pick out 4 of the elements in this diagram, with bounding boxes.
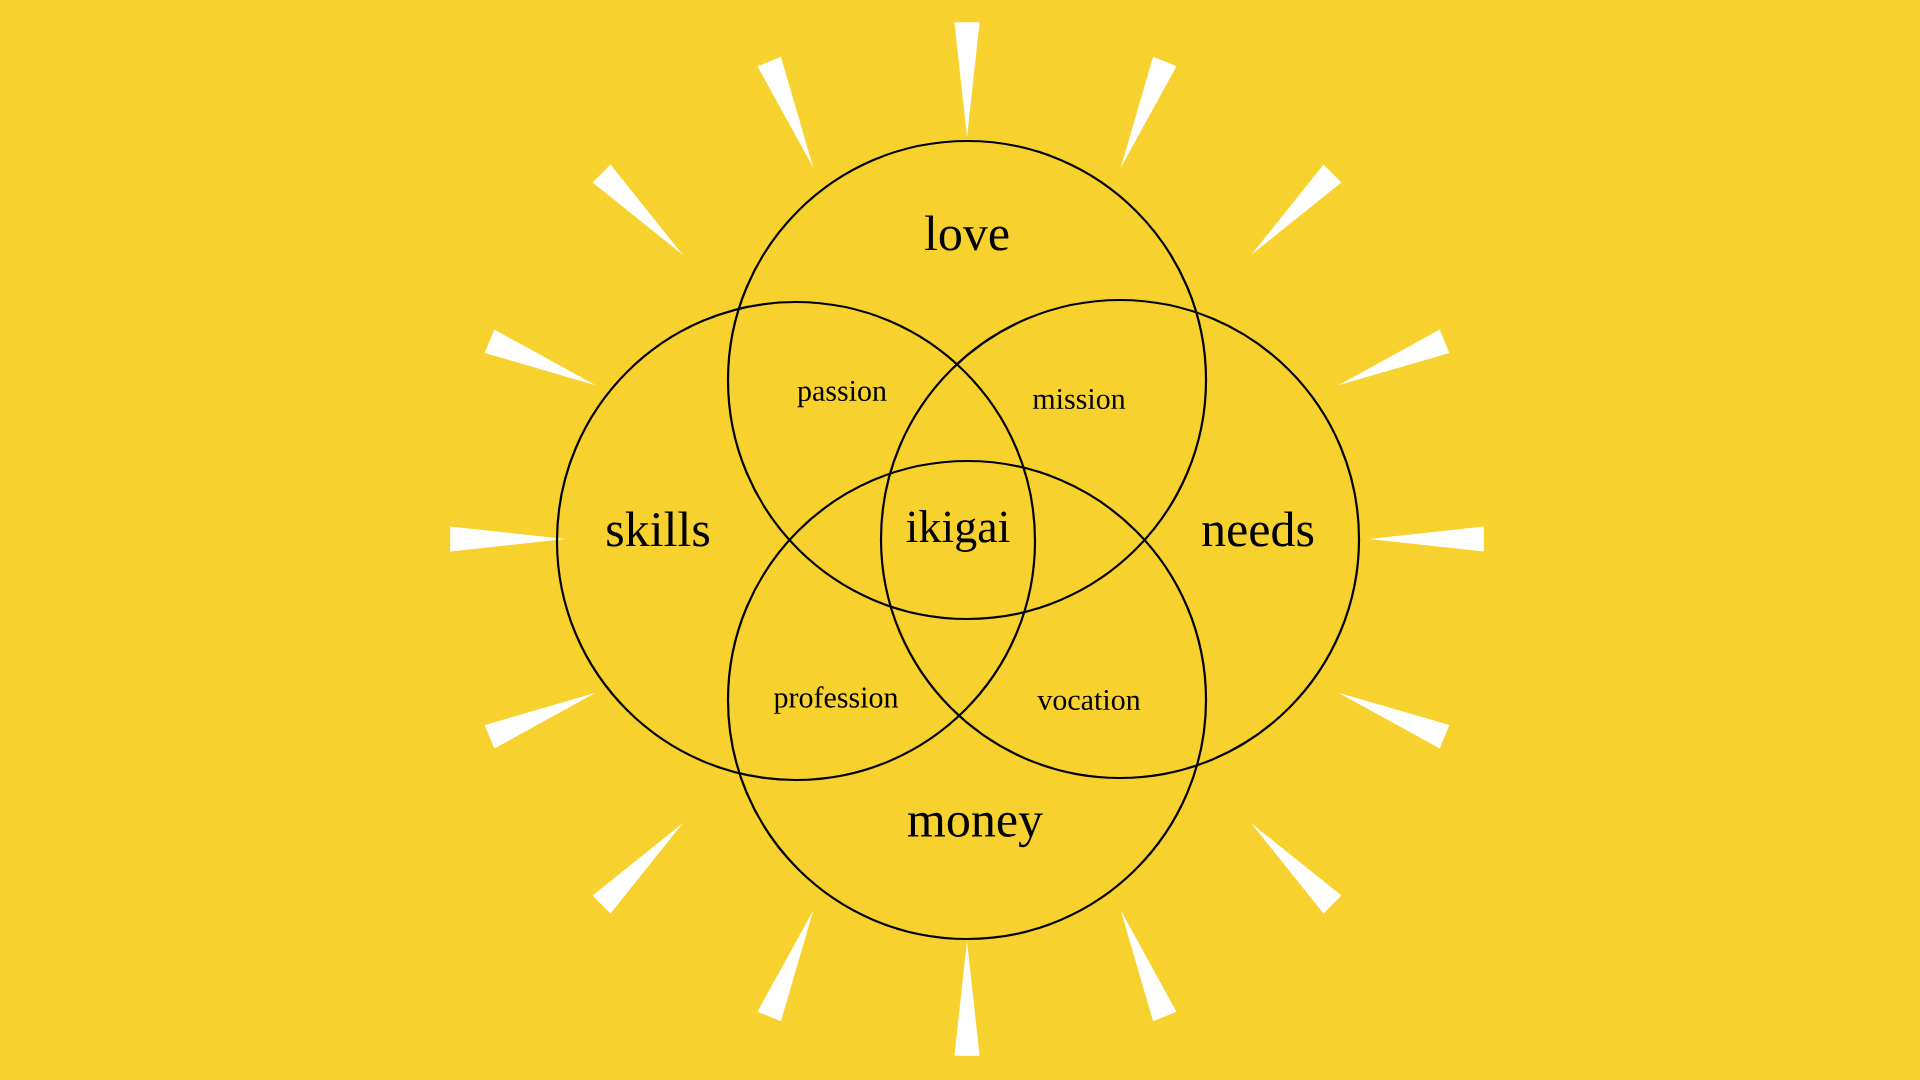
region-label: profession	[774, 686, 899, 714]
region-label: ikigai	[906, 510, 1010, 552]
region-label: vocation	[1037, 689, 1141, 711]
region-label: passion	[797, 380, 887, 408]
